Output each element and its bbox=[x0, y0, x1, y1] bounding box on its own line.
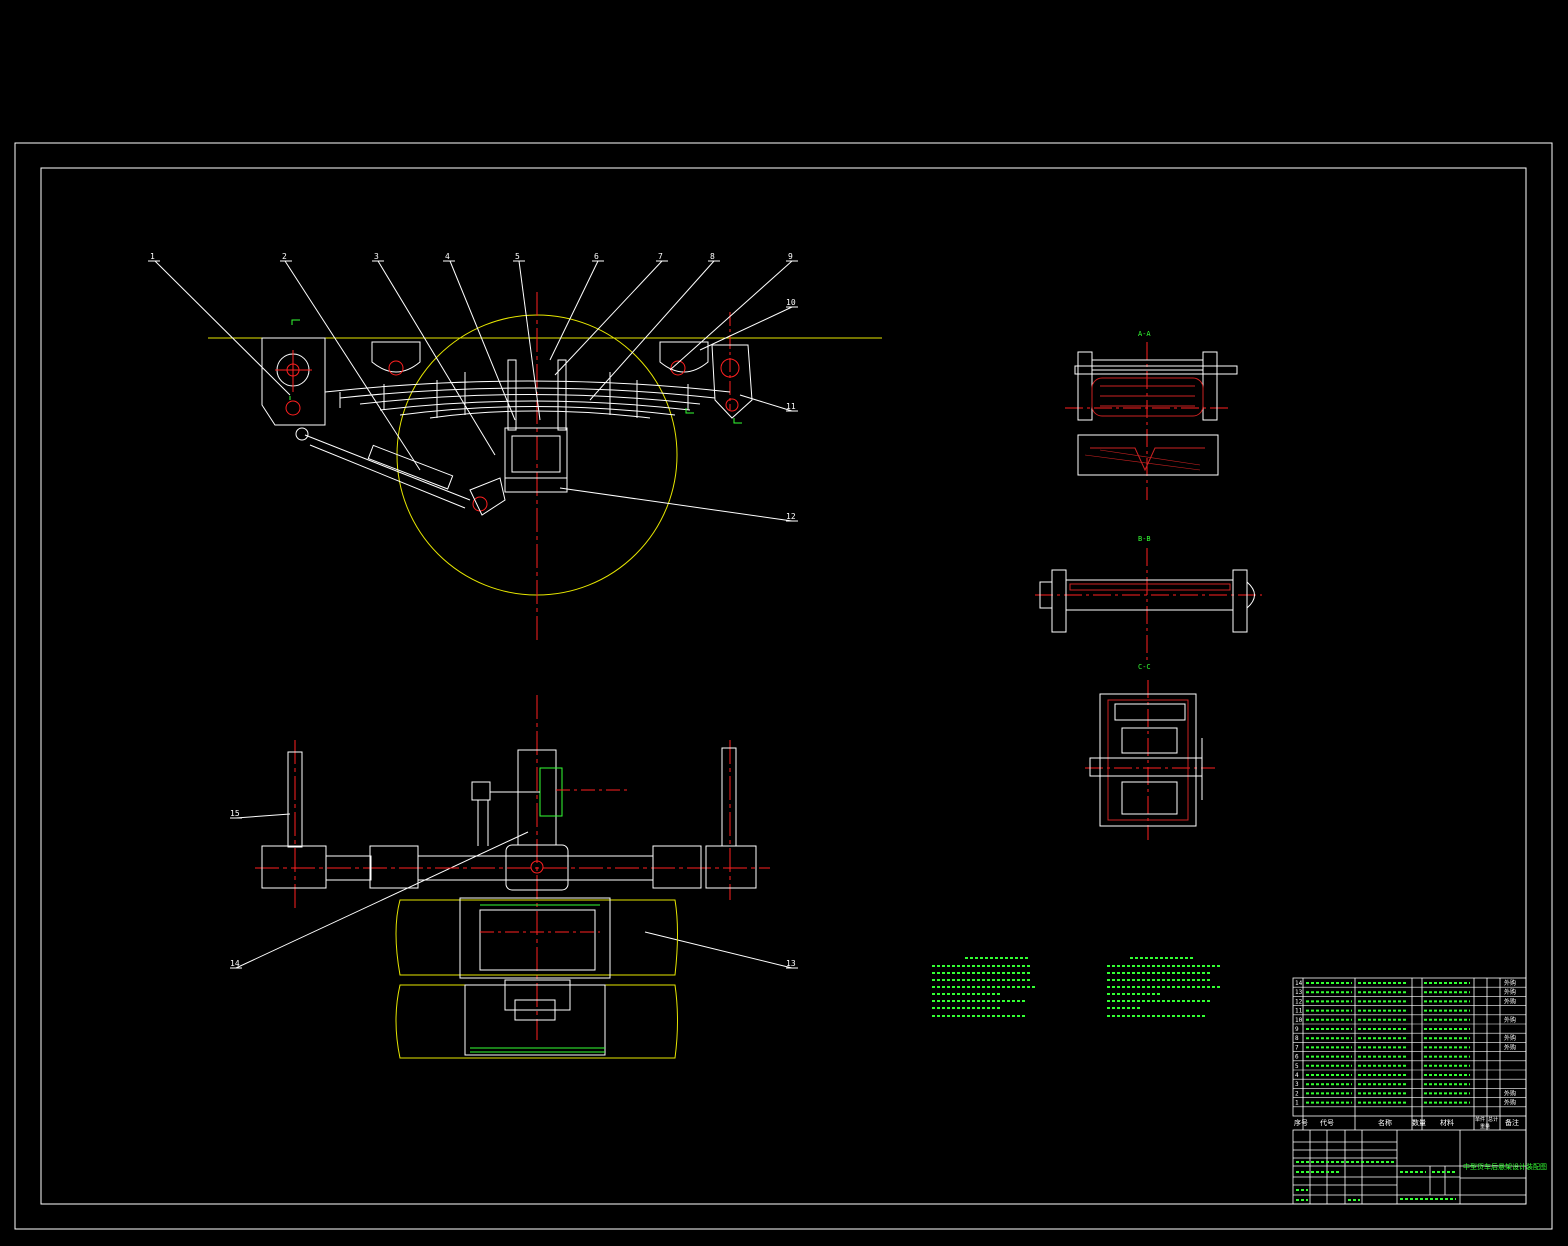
bom-row-no: 13 bbox=[1295, 989, 1303, 996]
leader-lines bbox=[148, 260, 798, 969]
balloon-12: 12 bbox=[786, 512, 796, 521]
balloon-1: 1 bbox=[150, 252, 155, 261]
section-c bbox=[1085, 680, 1215, 840]
bom-header-remark: 备注 bbox=[1505, 1118, 1519, 1127]
bom-row-remark: 外购 bbox=[1504, 1016, 1516, 1024]
bom-row-remark: 外购 bbox=[1504, 1043, 1516, 1051]
technical-notes bbox=[932, 957, 1220, 1017]
bom-header-code: 代号 bbox=[1320, 1118, 1334, 1127]
balloon-8: 8 bbox=[710, 252, 715, 261]
bom-row-no: 1 bbox=[1295, 1100, 1299, 1107]
bom-table bbox=[1292, 977, 1527, 1130]
balloon-numbers: 1 2 3 4 5 6 7 8 9 10 11 12 13 14 15 bbox=[150, 252, 796, 968]
bom-rows: 14 外购 13 外购 12 外购 11 10 外购 9 8 外购 7 外购 6 5 4 3 2 外购 1 外购 bbox=[1293, 979, 1526, 1108]
front-bracket bbox=[261, 337, 326, 426]
balloon-3: 3 bbox=[374, 252, 379, 261]
bom-header-unit: 单件 bbox=[1475, 1116, 1485, 1123]
bom-row-no: 4 bbox=[1295, 1072, 1299, 1079]
dual-tires bbox=[395, 897, 678, 1059]
section-labels: A-A B-B C-C bbox=[1138, 330, 1151, 671]
bom-header: 序号 代号 名称 数量 材料 单件 总计 重量 备注 bbox=[1294, 1116, 1519, 1130]
title-block bbox=[1292, 1129, 1527, 1205]
bom-header-qty: 数量 bbox=[1412, 1118, 1426, 1127]
balloon-10: 10 bbox=[786, 298, 796, 307]
drawing-title: 中型货车后悬架设计装配图 bbox=[1463, 1162, 1547, 1171]
side-view bbox=[208, 292, 882, 640]
balloon-9: 9 bbox=[788, 252, 793, 261]
balloon-11: 11 bbox=[786, 402, 796, 411]
left-frame-rail bbox=[287, 751, 303, 848]
bom-row-remark: 外购 bbox=[1504, 1099, 1516, 1107]
balloon-5: 5 bbox=[515, 252, 520, 261]
title-block-marks bbox=[1296, 1161, 1456, 1201]
balloon-15: 15 bbox=[230, 809, 240, 818]
shock-absorber bbox=[295, 427, 506, 516]
balloon-13: 13 bbox=[786, 959, 796, 968]
balloon-4: 4 bbox=[445, 252, 450, 261]
section-b bbox=[1035, 548, 1262, 660]
bom-row-no: 8 bbox=[1295, 1035, 1299, 1042]
rear-shackle bbox=[711, 344, 753, 419]
bom-row-remark: 外购 bbox=[1504, 997, 1516, 1005]
bom-row-no: 11 bbox=[1295, 1008, 1303, 1015]
bom-row-no: 5 bbox=[1295, 1063, 1299, 1070]
balloon-7: 7 bbox=[658, 252, 663, 261]
outer-frame bbox=[14, 142, 1553, 1230]
balloon-6: 6 bbox=[594, 252, 599, 261]
bom-row-remark: 外购 bbox=[1504, 1089, 1516, 1097]
bom-row-remark: 外购 bbox=[1504, 979, 1516, 987]
bom-header-no: 序号 bbox=[1294, 1118, 1308, 1127]
bom-row-no: 14 bbox=[1295, 980, 1303, 987]
section-label-c: C-C bbox=[1138, 663, 1151, 671]
section-label-b: B-B bbox=[1138, 535, 1151, 543]
bom-row-no: 9 bbox=[1295, 1026, 1299, 1033]
bom-row-no: 6 bbox=[1295, 1054, 1299, 1061]
section-label-a: A-A bbox=[1138, 330, 1151, 338]
bom-header-weight: 重量 bbox=[1480, 1123, 1490, 1130]
balloon-14: 14 bbox=[230, 959, 240, 968]
bom-header-total: 总计 bbox=[1488, 1116, 1498, 1123]
leaf-spring bbox=[324, 372, 731, 419]
inner-frame bbox=[40, 167, 1527, 1205]
bom-row-no: 7 bbox=[1295, 1044, 1299, 1051]
bom-header-name: 名称 bbox=[1378, 1118, 1392, 1127]
right-frame-rail bbox=[721, 747, 737, 847]
balloon-2: 2 bbox=[282, 252, 287, 261]
bom-row-no: 12 bbox=[1295, 998, 1303, 1005]
bom-row-remark: 外购 bbox=[1504, 1034, 1516, 1042]
bom-row-no: 10 bbox=[1295, 1017, 1303, 1024]
bom-row-no: 2 bbox=[1295, 1090, 1299, 1097]
bom-header-material: 材料 bbox=[1440, 1118, 1454, 1127]
rear-view bbox=[255, 695, 770, 1059]
bom-row-no: 3 bbox=[1295, 1081, 1299, 1088]
bom-row-remark: 外购 bbox=[1504, 988, 1516, 996]
section-a bbox=[1065, 342, 1238, 500]
